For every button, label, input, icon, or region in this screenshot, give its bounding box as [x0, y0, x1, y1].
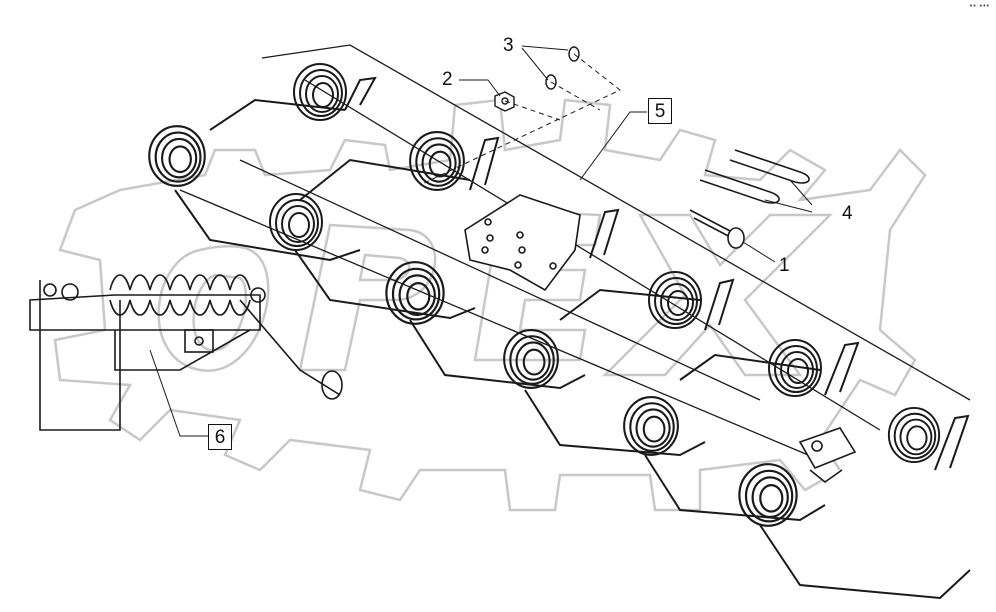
tine-wires: [174, 76, 971, 600]
hidden-lines: [419, 53, 621, 186]
tension-spring-assembly: [29, 274, 343, 431]
small-parts: [494, 46, 580, 112]
leader-lines: [149, 45, 813, 437]
callout-box-5: 5: [648, 98, 672, 124]
end-clamp: [798, 427, 857, 484]
callout-label-3: 3: [503, 35, 514, 56]
callout-label-2: 2: [442, 69, 453, 90]
watermark-gear: [53, 98, 927, 512]
callout-label-4: 4: [842, 203, 853, 224]
u-bolts: [689, 149, 810, 249]
corner-mark: •• •••: [969, 3, 990, 10]
callout-box-6: 6: [208, 424, 232, 450]
callout-label-1: 1: [779, 255, 790, 276]
mounting-bracket: [464, 194, 581, 292]
tine-bar: [179, 44, 971, 461]
